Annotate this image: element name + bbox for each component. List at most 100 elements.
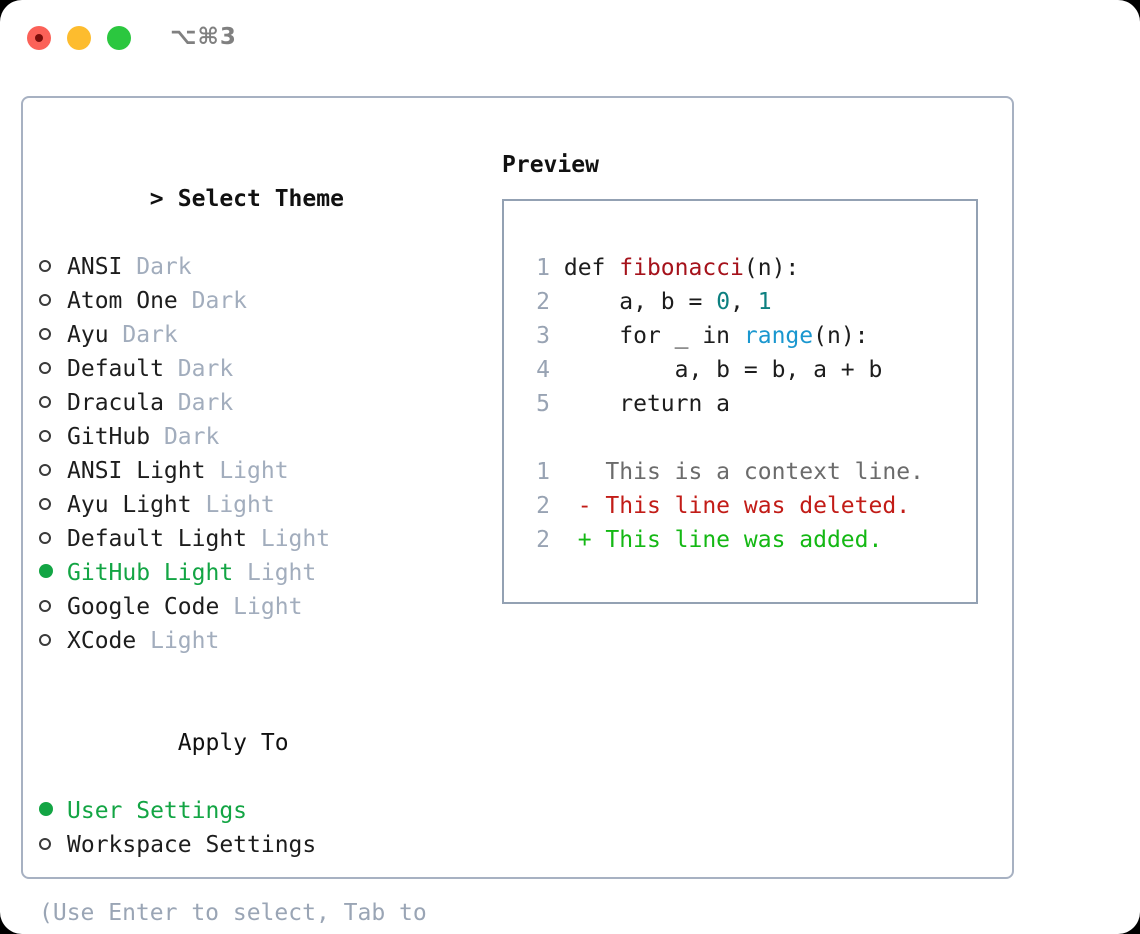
theme-item-label: GitHub [67,424,151,450]
theme-item-label: Google Code [67,594,220,620]
code-token: a, b = b, a + b [563,357,883,383]
code-token: return a [563,391,731,417]
theme-item-label: Dracula [67,390,164,416]
theme-item-label: GitHub Light [67,560,234,586]
code-token: range [743,323,814,349]
radio-unselected-icon [39,624,67,658]
radio-unselected-icon [39,250,67,284]
radio-unselected-icon [39,420,67,454]
bullet-dot [39,362,51,374]
code-token: (n): [813,323,869,349]
apply-to-heading: Apply To [39,692,489,794]
theme-item-badge: Dark [163,356,234,382]
code-line: 3 for _ in range(n): [522,319,924,353]
apply-to-item-user-settings[interactable]: User Settings [39,794,489,828]
bullet-dot [39,260,51,272]
caret-icon: > [149,186,164,212]
maximize-button[interactable] [107,26,131,50]
code-token: def [563,255,620,281]
apply-to-title: Apply To [177,730,289,756]
line-number: 2 [536,289,550,315]
radio-unselected-icon [39,522,67,556]
theme-item-badge: Light [191,492,275,518]
code-token: for _ in [563,323,744,349]
line-number: 4 [536,357,550,383]
code-line: 2 a, b = 0, 1 [522,285,924,319]
diff-text: This is a context line. [591,459,924,485]
radio-unselected-icon [39,454,67,488]
code-token: fibonacci [619,255,744,281]
bullet-dot [39,564,53,578]
line-number: 2 [536,493,550,519]
preview-heading: Preview [502,152,599,178]
theme-item-label: ANSI [67,254,123,280]
bullet-dot [39,430,51,442]
radio-unselected-icon [39,488,67,522]
theme-item-ansi[interactable]: ANSI Dark [39,250,489,284]
bullet-dot [39,600,51,612]
bullet-dot [39,328,51,340]
theme-item-badge: Dark [122,254,192,280]
theme-item-default[interactable]: Default Dark [39,352,489,386]
line-number: 2 [536,527,550,553]
theme-item-github-light[interactable]: GitHub Light Light [39,556,489,590]
radio-unselected-icon [39,828,67,862]
bullet-dot [39,294,51,306]
theme-item-default-light[interactable]: Default Light Light [39,522,489,556]
diff-text: This line was added. [591,527,883,553]
radio-unselected-icon [39,352,67,386]
bullet-dot [39,532,51,544]
preview-column: Preview 1 def fibonacci(n):2 a, b = 0, 1… [502,148,1002,604]
theme-item-badge: Light [205,458,289,484]
radio-selected-icon [39,556,67,590]
radio-selected-icon [39,794,67,828]
theme-item-xcode[interactable]: XCode Light [39,624,489,658]
theme-item-badge: Dark [177,288,248,314]
theme-item-atom-one[interactable]: Atom One Dark [39,284,489,318]
code-token: , [730,289,758,315]
theme-item-badge: Light [136,628,220,654]
code-spacer [522,421,924,455]
diff-marker: + [577,527,592,553]
theme-item-badge: Dark [108,322,178,348]
theme-item-ansi-light[interactable]: ANSI Light Light [39,454,489,488]
apply-to-item-workspace-settings[interactable]: Workspace Settings [39,828,489,862]
theme-item-label: Default Light [67,526,248,552]
minimize-button[interactable] [67,26,91,50]
diff-line-ctx: 1 This is a context line. [522,455,924,489]
theme-item-badge: Light [247,526,331,552]
theme-item-ayu-light[interactable]: Ayu Light Light [39,488,489,522]
code-line: 5 return a [522,387,924,421]
radio-unselected-icon [39,386,67,420]
theme-item-label: Atom One [67,288,178,314]
radio-unselected-icon [39,318,67,352]
bullet-dot [39,802,53,816]
title-bar: ⌥⌘3 [0,0,1140,78]
theme-item-badge: Dark [163,390,234,416]
diff-line-del: 2 - This line was deleted. [522,489,924,523]
theme-item-badge: Light [233,560,317,586]
select-theme-title: Select Theme [177,186,344,212]
code-token: (n): [743,255,800,281]
bullet-dot [39,396,51,408]
line-number: 1 [536,459,550,485]
code-line: 4 a, b = b, a + b [522,353,924,387]
theme-item-github[interactable]: GitHub Dark [39,420,489,454]
bullet-dot [39,464,51,476]
theme-item-label: Ayu [67,322,109,348]
bullet-dot [39,498,51,510]
theme-item-google-code[interactable]: Google Code Light [39,590,489,624]
select-theme-heading: > Select Theme [39,148,489,250]
theme-item-ayu[interactable]: Ayu Dark [39,318,489,352]
code-line: 1 def fibonacci(n): [522,251,924,285]
diff-marker: - [577,493,592,519]
theme-item-dracula[interactable]: Dracula Dark [39,386,489,420]
bullet-dot [39,838,51,850]
line-number: 1 [536,255,550,281]
theme-item-label: Default [67,356,164,382]
close-button[interactable] [27,26,51,50]
